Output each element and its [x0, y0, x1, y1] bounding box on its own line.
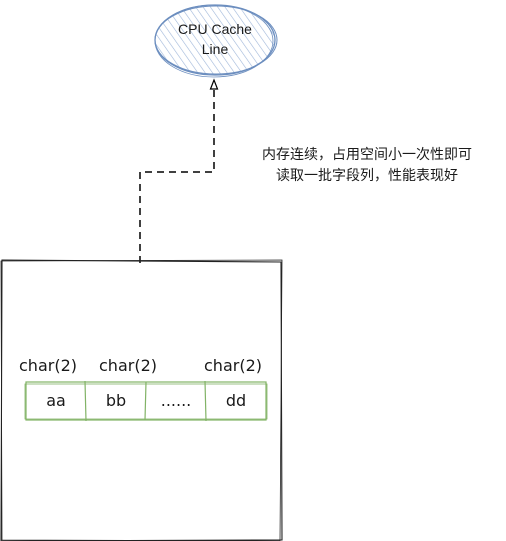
- cache-line-node: [154, 4, 278, 78]
- arrowhead-icon: [209, 78, 219, 90]
- annotation-note: 内存连续，占用空间小一次性即可 读取一批字段列，性能表现好: [232, 145, 502, 187]
- cell-value-2: bb: [105, 391, 127, 410]
- column-type-label-4: char(2): [204, 356, 262, 375]
- annotation-line-1: 内存连续，占用空间小一次性即可: [262, 147, 472, 163]
- cell-value-3: ......: [160, 391, 192, 410]
- cell-value-4: dd: [225, 391, 247, 410]
- annotation-line-2: 读取一批字段列，性能表现好: [276, 168, 458, 184]
- memory-block-container: [0, 259, 283, 541]
- cache-line-label-1: CPU Cache: [178, 21, 252, 37]
- dashed-arrow-connector: [139, 78, 219, 263]
- cache-line-label: CPU Cache Line: [160, 19, 270, 59]
- column-type-label-2: char(2): [99, 356, 157, 375]
- cache-line-label-2: Line: [201, 41, 229, 57]
- column-cells-row: [24, 380, 268, 422]
- column-type-label-1: char(2): [19, 356, 77, 375]
- cell-value-1: aa: [46, 391, 66, 410]
